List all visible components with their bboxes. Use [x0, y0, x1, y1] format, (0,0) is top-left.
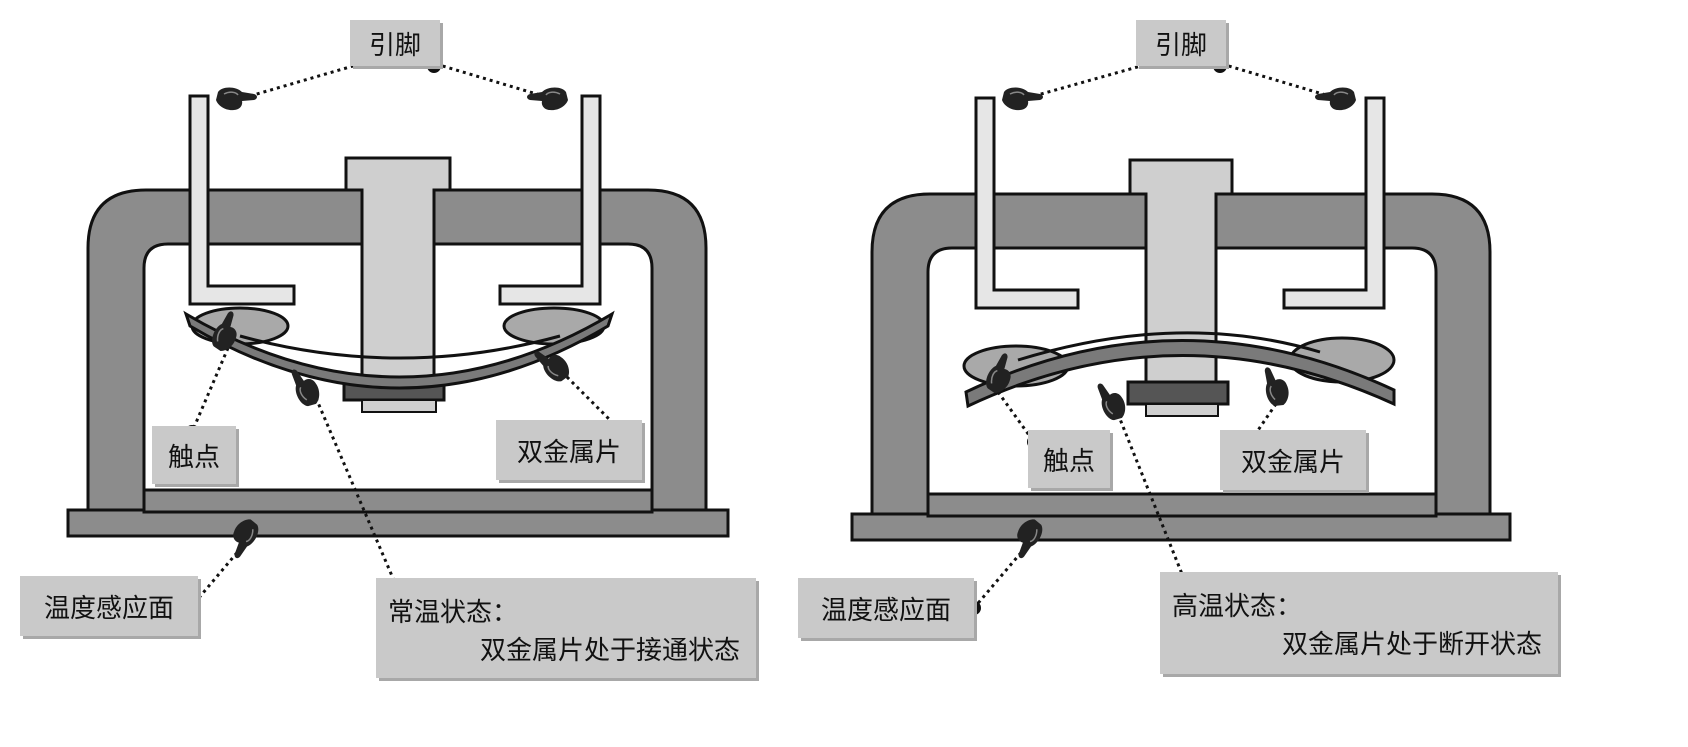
state-title: 常温状态：	[388, 598, 519, 628]
pin-right	[498, 94, 602, 306]
base-plate	[850, 512, 1512, 542]
state-detail: 双金属片处于断开状态	[1281, 630, 1542, 660]
bolt-tip	[361, 399, 437, 413]
label-sensing-surface-text: 温度感应面	[43, 593, 174, 624]
base-plate-top	[926, 492, 1438, 518]
label-pins-text: 引脚	[368, 30, 421, 61]
label-bimetal-text: 双金属片	[516, 437, 621, 468]
bolt-nut	[1126, 380, 1230, 406]
panel-normal-temperature	[66, 55, 730, 613]
label-contact-text: 触点	[167, 442, 220, 473]
bimetal-strip	[964, 339, 1396, 409]
label-pins: 引脚	[350, 20, 440, 66]
state-detail: 双金属片处于接通状态	[479, 636, 740, 666]
bimetal-strip	[183, 310, 615, 390]
label-bimetal-text: 双金属片	[1240, 447, 1345, 478]
label-contact: 触点	[1028, 430, 1110, 488]
label-pins: 引脚	[1136, 20, 1226, 66]
pin-left	[188, 94, 296, 306]
label-contact: 触点	[152, 426, 236, 484]
base-plate-top	[142, 488, 654, 514]
pin-left	[974, 96, 1080, 310]
state-box-high: 高温状态： 双金属片处于断开状态	[1160, 572, 1558, 674]
bolt	[344, 156, 452, 380]
bolt-tip	[1145, 403, 1219, 417]
pin-right	[1282, 96, 1386, 310]
label-pins-text: 引脚	[1154, 30, 1207, 61]
panel-high-temperature	[850, 55, 1512, 615]
label-sensing-surface: 温度感应面	[20, 576, 198, 636]
label-sensing-surface-text: 温度感应面	[820, 595, 951, 626]
label-sensing-surface: 温度感应面	[798, 578, 974, 638]
label-bimetal: 双金属片	[1220, 430, 1366, 490]
state-box-normal: 常温状态： 双金属片处于接通状态	[376, 578, 756, 678]
label-bimetal: 双金属片	[496, 420, 642, 480]
housing	[86, 188, 708, 512]
state-title: 高温状态：	[1172, 592, 1303, 622]
label-contact-text: 触点	[1042, 446, 1095, 477]
leader-lines	[190, 62, 618, 607]
base-plate	[66, 508, 730, 538]
housing	[870, 192, 1492, 516]
